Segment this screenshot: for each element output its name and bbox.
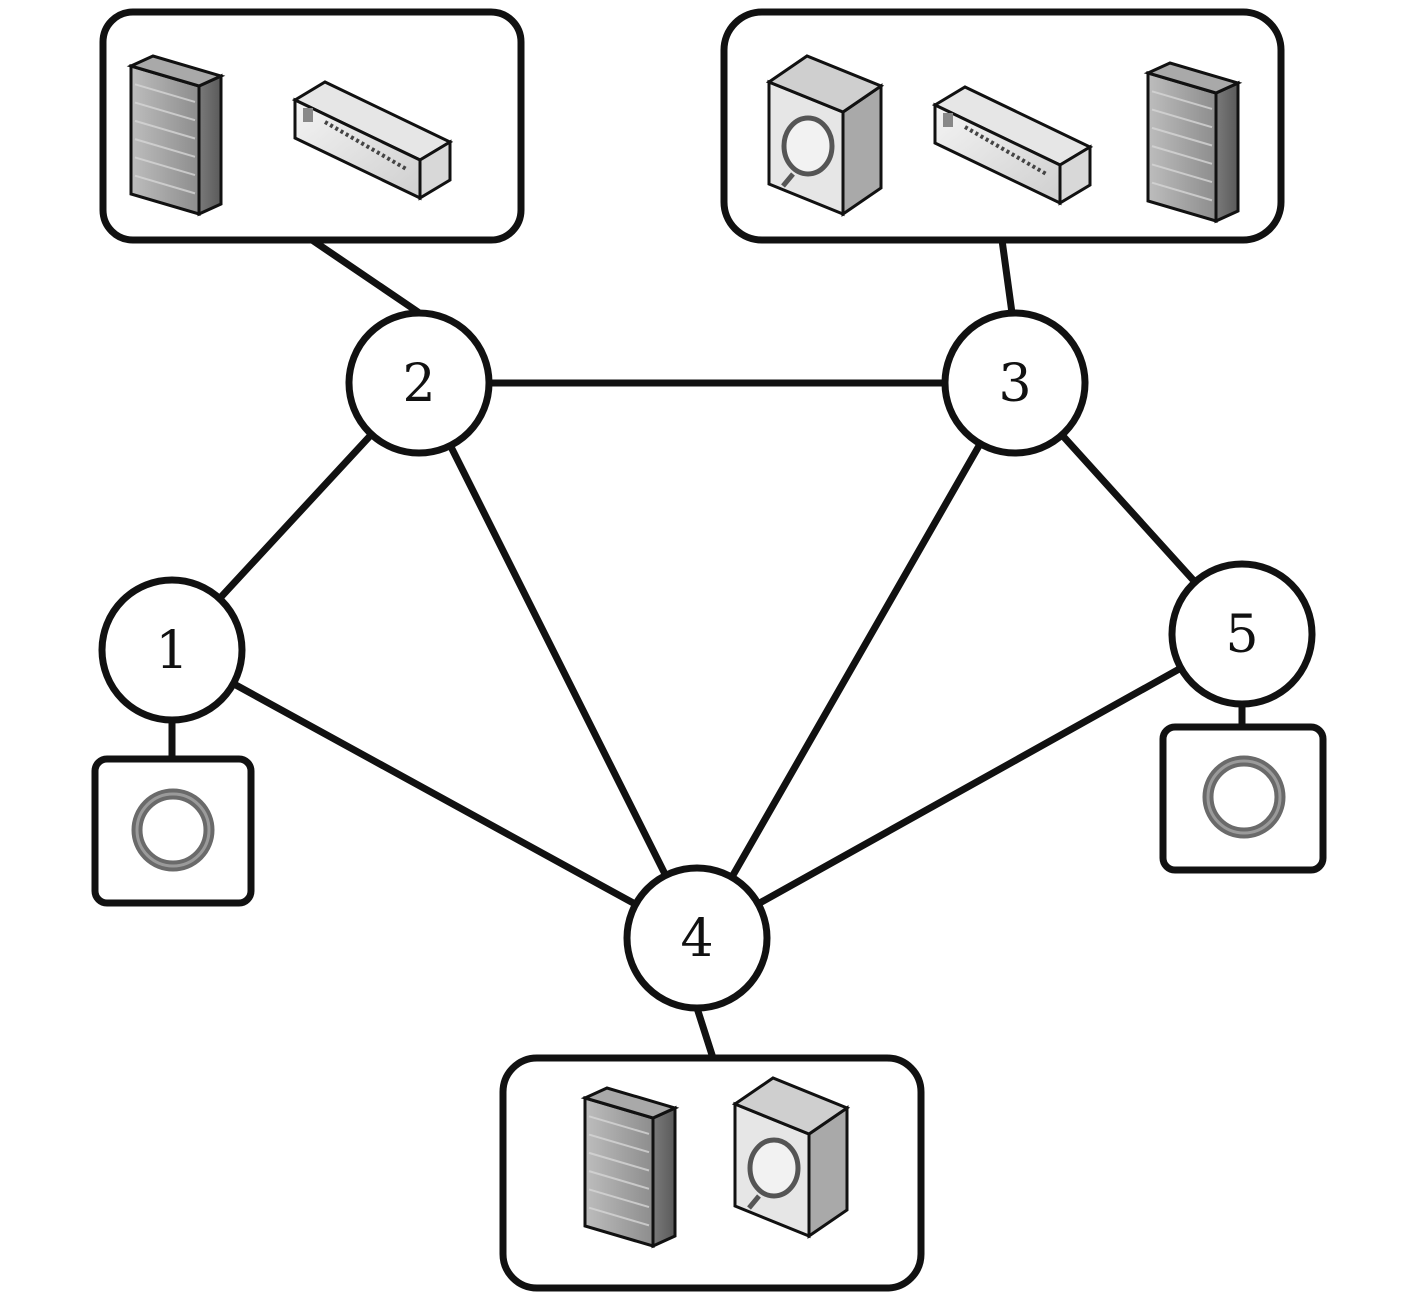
edge-4-5 [693, 630, 1246, 942]
device-group-node-4 [499, 1054, 925, 1292]
node-2: 2 [345, 309, 493, 457]
monitor-icon [765, 54, 885, 217]
device-box [499, 1054, 925, 1292]
node-3: 3 [941, 309, 1089, 457]
edge-1-4 [168, 646, 701, 942]
switch-icon [291, 80, 454, 201]
firewall-icon [1143, 61, 1243, 224]
node-label: 1 [155, 621, 188, 681]
switch-icon [931, 85, 1094, 206]
node-4: 4 [623, 864, 771, 1012]
connector-node-2 [308, 236, 422, 316]
ring-icon [1202, 755, 1286, 839]
node-label: 3 [998, 354, 1031, 414]
ring-icon [131, 788, 215, 872]
firewall-icon [126, 54, 226, 217]
device-group-node-1 [91, 755, 255, 907]
node-label: 2 [402, 354, 435, 414]
edge-2-4 [415, 379, 701, 942]
device-group-node-2 [99, 8, 525, 244]
edge-3-4 [693, 379, 1019, 942]
node-5: 5 [1168, 560, 1316, 708]
connector-node-4 [693, 1004, 717, 1062]
node-circle [623, 864, 771, 1012]
firewall-icon [580, 1086, 680, 1249]
device-group-node-5 [1159, 723, 1327, 874]
node-circle [345, 309, 493, 457]
node-label: 5 [1225, 605, 1258, 665]
node-circle [98, 576, 246, 724]
edges-layer [168, 379, 1246, 942]
device-connectors-layer [168, 236, 1246, 1062]
node-label: 4 [680, 909, 713, 969]
node-circle [941, 309, 1089, 457]
nodes-layer: 1 2 3 4 5 [98, 309, 1316, 1012]
device-box [1159, 723, 1327, 874]
monitor-icon [731, 1076, 851, 1239]
device-box [91, 755, 255, 907]
node-circle [1168, 560, 1316, 708]
device-group-node-3 [720, 8, 1285, 244]
connector-node-3 [998, 236, 1016, 317]
node-1: 1 [98, 576, 246, 724]
device-groups-layer [91, 8, 1327, 1292]
